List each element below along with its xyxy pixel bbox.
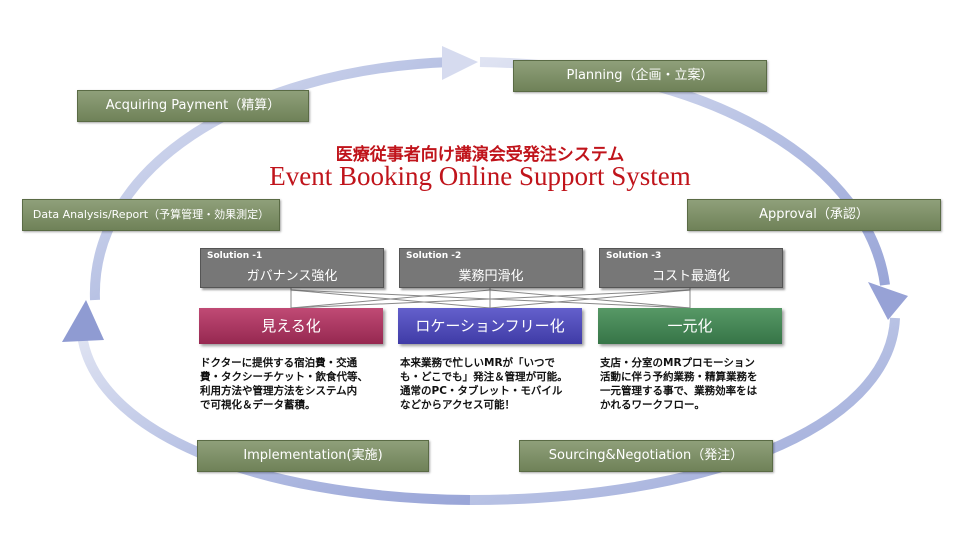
solution-name: 業務円滑化 xyxy=(458,269,524,284)
stage-payment: Acquiring Payment（精算） xyxy=(77,90,309,122)
connector-lines xyxy=(290,288,691,309)
stage-analysis-label: Data Analysis/Report（予算管理・効果測定） xyxy=(32,208,270,221)
description-line: 一元管理する事で、業務効率をは xyxy=(600,385,758,397)
description-line: 通常のPC・タブレット・モバイル xyxy=(400,385,563,397)
feature-location-free: ロケーションフリー化 xyxy=(398,308,582,344)
stage-approval-label: Approval（承認） xyxy=(759,207,869,222)
stage-sourcing: Sourcing&Negotiation（発注） xyxy=(519,440,773,472)
cycle-arc-top-left xyxy=(89,57,451,301)
description-line: ドクターに提供する宿泊費・交通 xyxy=(200,357,358,369)
title-japanese: 医療従事者向け講演会受発注システム xyxy=(335,145,625,165)
feature-visibility-description: ドクターに提供する宿泊費・交通 費・タクシーチケット・飲食代等、 利用方法や管理… xyxy=(200,356,390,412)
feature-location-free-description: 本来業務で忙しいMRが「いつで も・どこでも」発注＆管理が可能。 通常のPC・タ… xyxy=(400,356,590,412)
cycle-arrowhead-left xyxy=(62,300,104,342)
description-line: 利用方法や管理方法をシステム内 xyxy=(200,385,358,397)
solution-box-3: Solution -3 コスト最適化 xyxy=(599,248,783,288)
stage-sourcing-label: Sourcing&Negotiation（発注） xyxy=(548,448,744,463)
description-line: かれるワークフロー。 xyxy=(600,399,705,411)
stage-approval: Approval（承認） xyxy=(687,199,941,231)
cycle-arrowhead-right xyxy=(868,282,908,320)
solution-name: コスト最適化 xyxy=(651,269,730,284)
stage-implementation-label: Implementation(実施) xyxy=(243,448,383,463)
cycle-arrowhead-top xyxy=(442,46,478,80)
feature-visibility: 見える化 xyxy=(199,308,383,344)
title-english: Event Booking Online Support System xyxy=(269,161,691,191)
stage-payment-label: Acquiring Payment（精算） xyxy=(105,98,281,113)
description-line: 支店・分室のMRプロモーション xyxy=(600,357,755,369)
solution-tag: Solution -2 xyxy=(406,251,462,261)
solution-tag: Solution -3 xyxy=(606,251,662,261)
description-line: 本来業務で忙しいMRが「いつで xyxy=(400,357,556,369)
solution-box-2: Solution -2 業務円滑化 xyxy=(399,248,583,288)
description-line: で可視化＆データ蓄積。 xyxy=(200,399,316,411)
feature-unification-description: 支店・分室のMRプロモーション 活動に伴う予約業務・精算業務を 一元管理する事で… xyxy=(600,356,790,412)
solution-tag: Solution -1 xyxy=(207,251,263,261)
stage-implementation: Implementation(実施) xyxy=(197,440,429,472)
stage-planning: Planning（企画・立案） xyxy=(513,60,767,92)
stage-planning-label: Planning（企画・立案） xyxy=(566,68,714,83)
description-line: 活動に伴う予約業務・精算業務を xyxy=(600,371,758,383)
stage-analysis: Data Analysis/Report（予算管理・効果測定） xyxy=(22,199,280,231)
solution-name: ガバナンス強化 xyxy=(246,269,338,284)
description-line: などからアクセス可能！ xyxy=(400,399,515,411)
feature-unification: 一元化 xyxy=(598,308,782,344)
description-line: も・どこでも」発注＆管理が可能。 xyxy=(400,371,568,383)
description-line: 費・タクシーチケット・飲食代等、 xyxy=(200,371,368,383)
solution-box-1: Solution -1 ガバナンス強化 xyxy=(200,248,384,288)
